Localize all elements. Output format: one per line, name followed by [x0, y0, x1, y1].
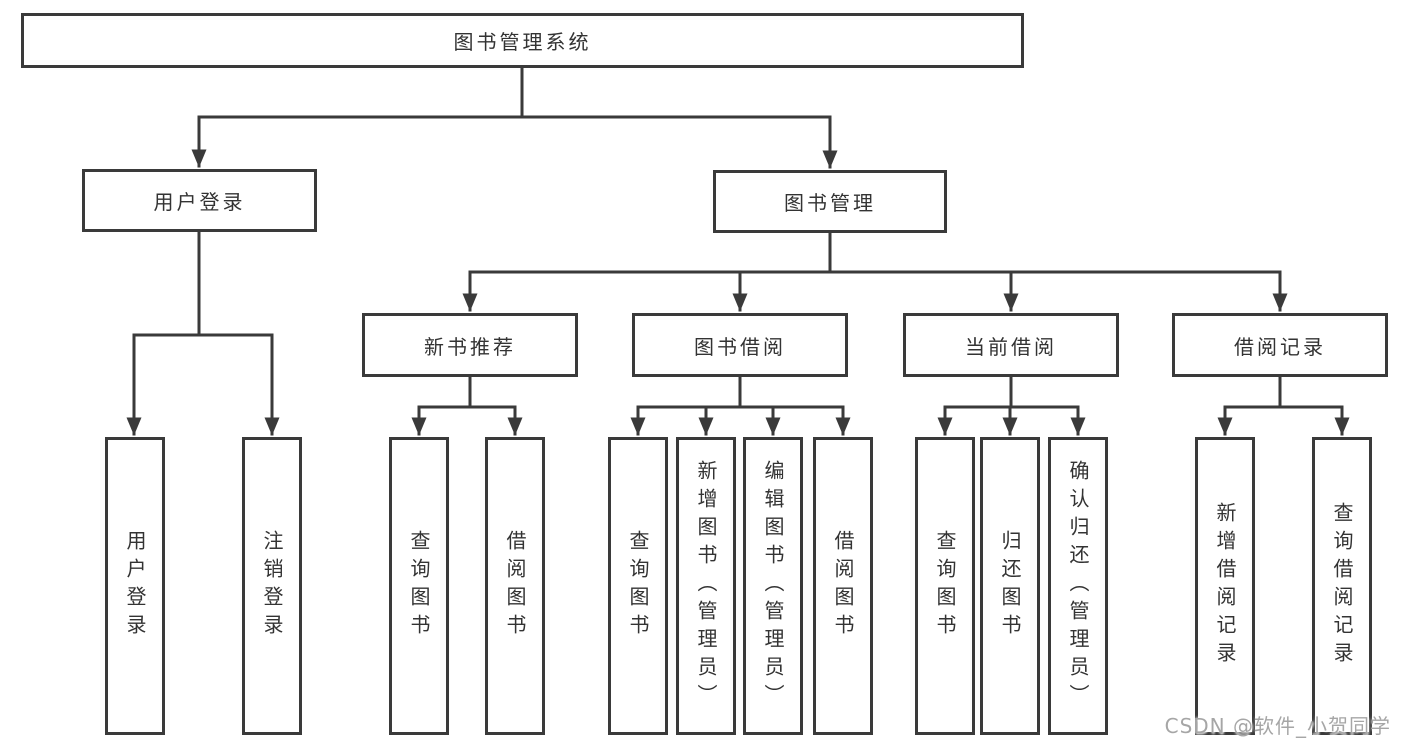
node-bb-edit-books-admin: 编辑图书（管理员） [743, 437, 803, 735]
node-nb-query-books: 查询图书 [389, 437, 449, 735]
node-br-add-record: 新增借阅记录 [1195, 437, 1255, 735]
node-library-management-system: 图书管理系统 [21, 13, 1024, 68]
node-current-borrow: 当前借阅 [903, 313, 1119, 377]
connector-borrow-records-group [1217, 375, 1350, 436]
node-label: 新增借阅记录 [1213, 502, 1237, 670]
node-new-book-recommend: 新书推荐 [362, 313, 578, 377]
node-label: 确认归还（管理员） [1066, 460, 1090, 712]
node-user-login: 用户登录 [82, 169, 317, 232]
node-label: 借阅图书 [831, 530, 855, 642]
node-label: 图书管理 [784, 191, 876, 215]
node-br-query-record: 查询借阅记录 [1312, 437, 1372, 735]
connector-book-borrow-group [630, 375, 851, 436]
csdn-watermark: CSDN @软件_小贺同学 [1164, 714, 1391, 738]
node-label: 查询图书 [407, 530, 431, 642]
node-bb-add-books-admin: 新增图书（管理员） [676, 437, 736, 735]
node-label: 用户登录 [123, 530, 147, 642]
node-label: 借阅记录 [1234, 334, 1326, 359]
connector-new-book-group [411, 375, 523, 436]
node-bb-borrow-books: 借阅图书 [813, 437, 873, 735]
node-label: 当前借阅 [965, 334, 1057, 359]
connector-bookmgmt-to-level3 [462, 231, 1288, 312]
node-book-management: 图书管理 [713, 170, 947, 233]
node-label: 归还图书 [998, 530, 1022, 642]
node-label: 用户登录 [153, 190, 246, 214]
node-label: 新书推荐 [424, 334, 516, 359]
connector-user-login-group [126, 230, 280, 436]
node-logout: 注销登录 [242, 437, 302, 735]
node-bb-query-books: 查询图书 [608, 437, 668, 735]
connector-current-borrow-group [937, 375, 1086, 436]
node-label: 图书管理系统 [453, 30, 592, 54]
node-cb-query-books: 查询图书 [915, 437, 975, 735]
node-nb-borrow-books: 借阅图书 [485, 437, 545, 735]
node-label: 查询图书 [626, 530, 650, 642]
node-label: 注销登录 [260, 530, 284, 642]
node-label: 借阅图书 [503, 530, 527, 642]
node-label: 图书借阅 [694, 334, 786, 359]
node-cb-confirm-return-admin: 确认归还（管理员） [1048, 437, 1108, 735]
node-label: 编辑图书（管理员） [761, 460, 785, 712]
connector-root-to-level2 [191, 66, 838, 169]
node-label: 新增图书（管理员） [694, 460, 718, 712]
node-cb-return-books: 归还图书 [980, 437, 1040, 735]
node-label: 查询借阅记录 [1330, 502, 1354, 670]
node-label: 查询图书 [933, 530, 957, 642]
node-borrow-records: 借阅记录 [1172, 313, 1388, 377]
node-user-login-leaf: 用户登录 [105, 437, 165, 735]
node-book-borrow: 图书借阅 [632, 313, 848, 377]
